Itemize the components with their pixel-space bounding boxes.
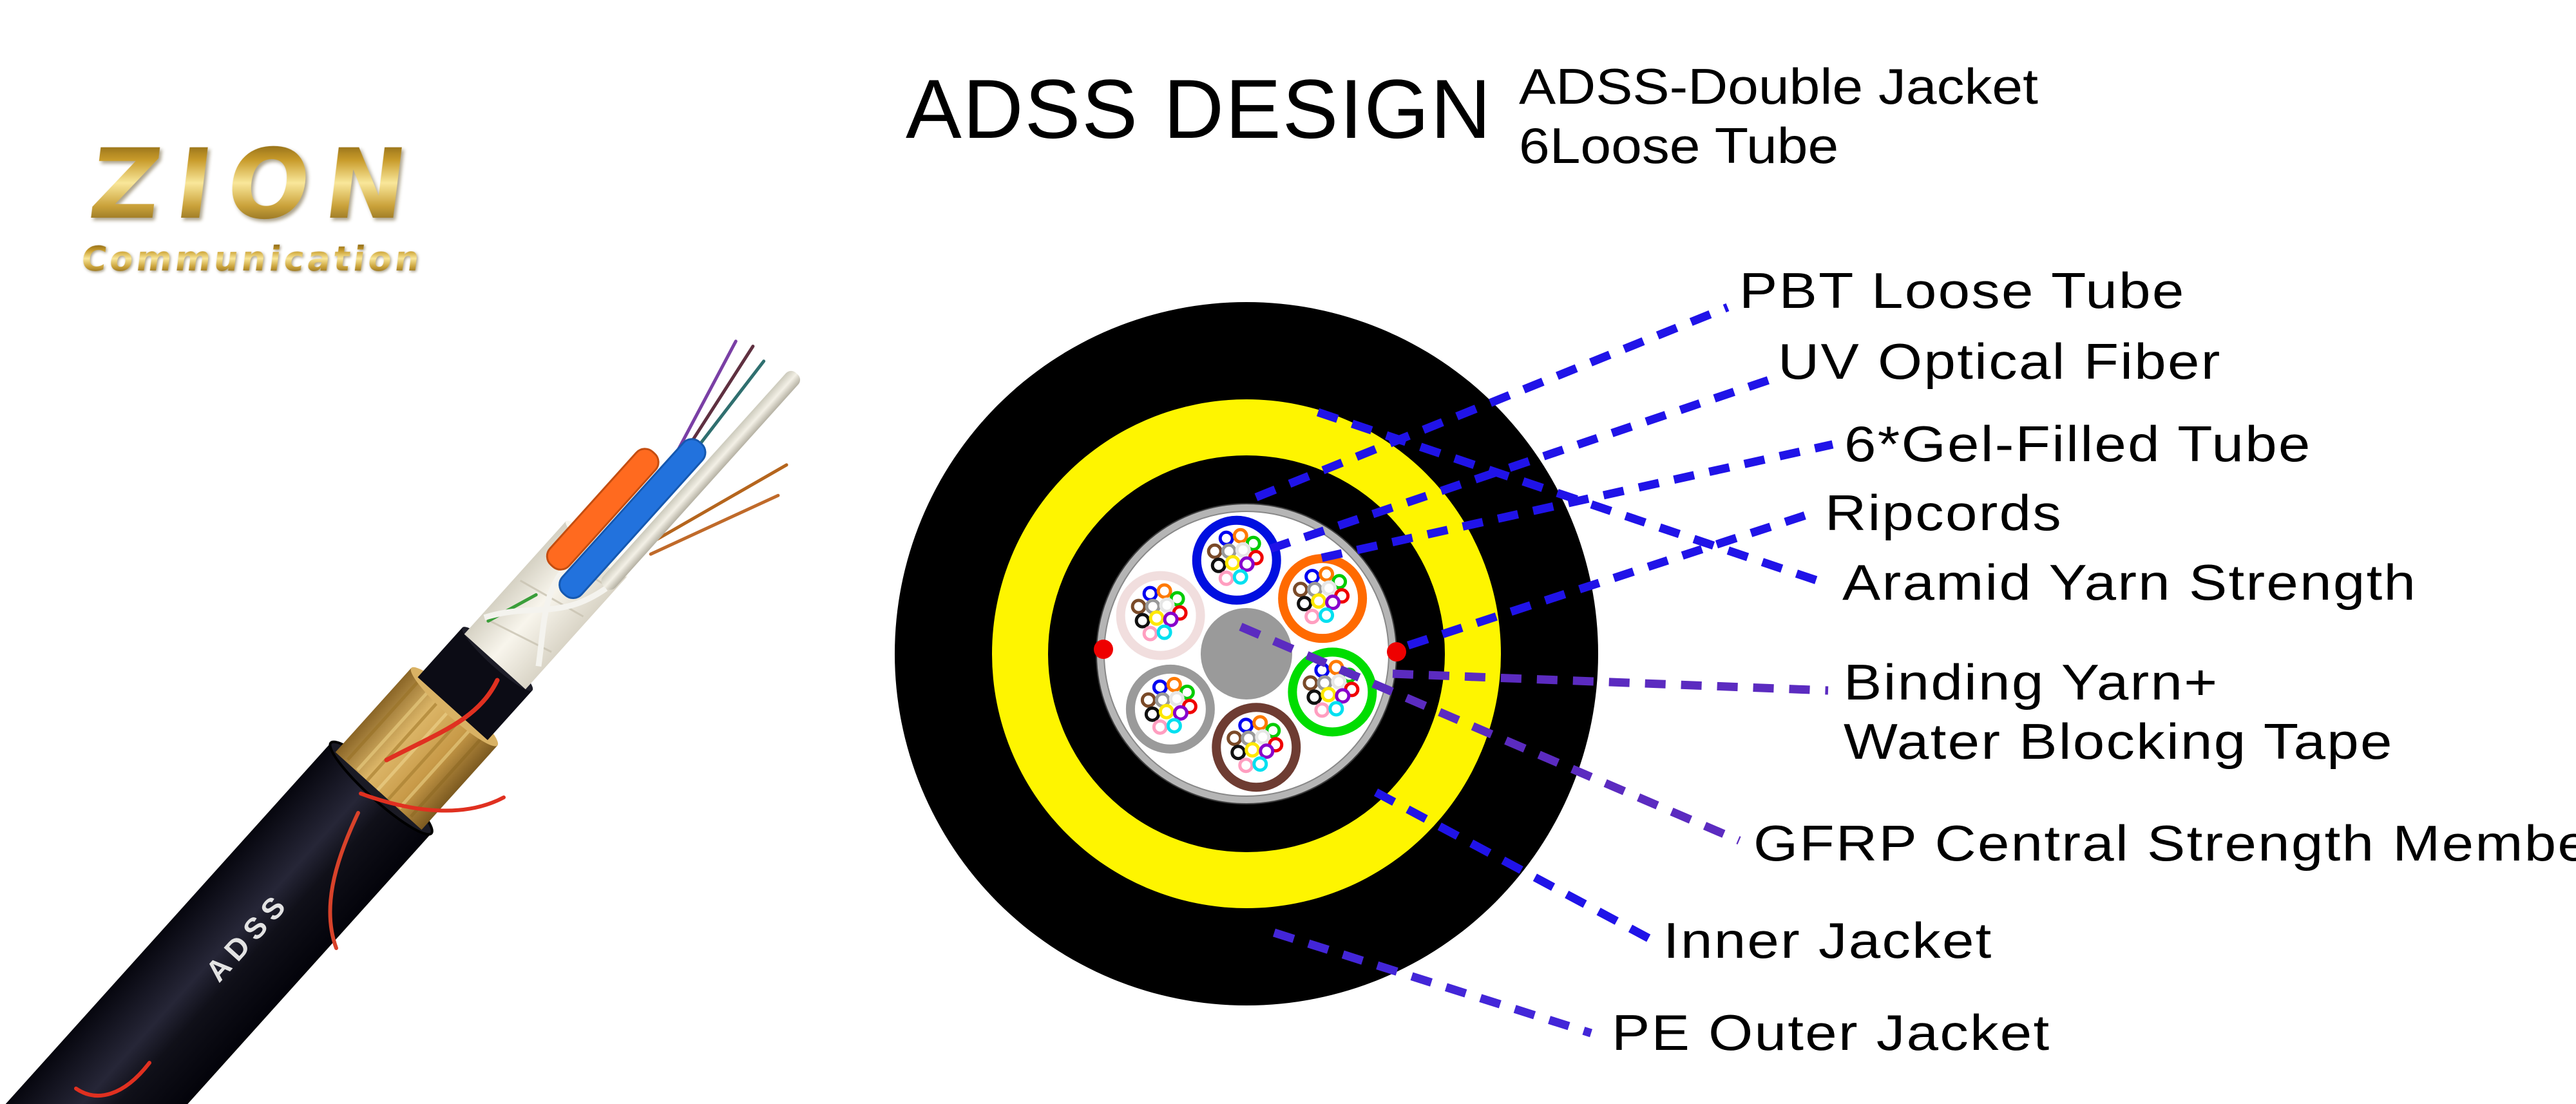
fiber-dot bbox=[1131, 598, 1147, 614]
fiber-dot bbox=[1304, 609, 1321, 625]
photo-inner-jacket bbox=[417, 627, 533, 741]
leader-gfrp-central-strength-member bbox=[1239, 623, 1741, 844]
ripcord-dot bbox=[1387, 642, 1406, 661]
fiber-dot bbox=[1302, 675, 1319, 691]
cable-photo: ADSS bbox=[0, 339, 801, 1104]
fiber-dot bbox=[1321, 687, 1337, 703]
fiber-dot bbox=[1140, 692, 1156, 708]
fiber-dot bbox=[1311, 593, 1327, 609]
fiber-dot bbox=[1255, 729, 1271, 745]
fiber-dot bbox=[1238, 757, 1254, 774]
fiber-dot bbox=[1306, 689, 1322, 705]
fiber-dot bbox=[1232, 528, 1248, 544]
fiber-dot bbox=[1159, 597, 1175, 613]
fiber-dot bbox=[1210, 557, 1226, 573]
subtitle-line-1: ADSS-Double Jacket bbox=[1519, 58, 2038, 115]
fiber-dot bbox=[1142, 585, 1158, 602]
ripcord-wire bbox=[74, 1061, 151, 1098]
photo-outer-jacket bbox=[0, 743, 432, 1104]
leader-pbt-loose-tube bbox=[1254, 303, 1730, 502]
ripcord-wire bbox=[359, 792, 506, 813]
fiber-dot bbox=[1252, 715, 1268, 731]
fiber-dot bbox=[1152, 719, 1168, 735]
fiber-dot bbox=[1304, 569, 1321, 585]
fiber-dot bbox=[1163, 611, 1179, 627]
ripcord-wire bbox=[384, 678, 500, 763]
fiber-dot bbox=[1252, 756, 1268, 772]
fiber-dot bbox=[1230, 745, 1246, 761]
photo-gfrp-rod bbox=[601, 370, 801, 590]
fiber-dot bbox=[1232, 569, 1248, 585]
leader-gel-filled-tube bbox=[1321, 440, 1834, 562]
leader-pe-outer-jacket bbox=[1273, 928, 1592, 1038]
fiber-dot bbox=[1335, 688, 1351, 704]
label-inner-jacket: Inner Jacket bbox=[1663, 912, 1993, 969]
fiber-dot bbox=[1331, 674, 1347, 690]
fiber-dot bbox=[1328, 701, 1344, 717]
label-binding-yarn-water-blocking-tape: Binding Yarn+Water Blocking Tape bbox=[1844, 654, 2394, 770]
fiber-dot bbox=[1238, 718, 1254, 734]
fiber-dot bbox=[1321, 580, 1337, 596]
fiber-dot bbox=[1169, 690, 1185, 707]
fiber-dot bbox=[1235, 542, 1251, 558]
fiber-dot bbox=[1239, 556, 1255, 572]
label-pbt-loose-tube: PBT Loose Tube bbox=[1739, 262, 2186, 319]
label-gel-filled-tube: 6*Gel-Filled Tube bbox=[1844, 415, 2312, 472]
fiber-dot bbox=[1172, 705, 1188, 721]
fiber-dot bbox=[1156, 624, 1172, 640]
photo-ripcord-wires bbox=[74, 678, 506, 1098]
fiber-dot bbox=[1142, 625, 1158, 642]
ripcord-dot bbox=[1094, 640, 1113, 659]
fiber-dot bbox=[1325, 595, 1341, 611]
page-subtitle: ADSS-Double Jacket 6Loose Tube bbox=[1519, 57, 2038, 175]
fiber-dot bbox=[1259, 743, 1275, 759]
fiber-dot bbox=[1245, 742, 1261, 758]
fiber-dot bbox=[1144, 706, 1160, 722]
page-title: ADSS DESIGN bbox=[906, 62, 1493, 156]
label-ripcords: Ripcords bbox=[1825, 484, 2063, 541]
leader-aramid-yarn-strength bbox=[1316, 408, 1826, 587]
fiber-dot bbox=[1134, 613, 1150, 629]
leader-uv-optical-fiber bbox=[1268, 376, 1771, 553]
label-pe-outer-jacket: PE Outer Jacket bbox=[1612, 1004, 2051, 1061]
fiber-dot bbox=[1166, 718, 1182, 734]
cable-body: ADSS bbox=[0, 339, 801, 1104]
leader-binding-yarn-water-blocking-tape bbox=[1392, 669, 1829, 695]
subtitle-line-2: 6Loose Tube bbox=[1519, 117, 1839, 174]
label-aramid-yarn-strength: Aramid Yarn Strength bbox=[1842, 554, 2417, 611]
fiber-dot bbox=[1319, 607, 1335, 623]
leader-inner-jacket bbox=[1373, 788, 1653, 943]
fiber-dot bbox=[1314, 702, 1330, 718]
fiber-dot bbox=[1218, 530, 1234, 546]
photo-aramid-striations bbox=[346, 678, 485, 818]
photo-blue-tube bbox=[558, 438, 707, 600]
fiber-dot bbox=[1152, 679, 1168, 695]
label-gfrp-central-strength-member: GFRP Central Strength Member bbox=[1753, 815, 2576, 871]
fiber-dot bbox=[1207, 543, 1223, 559]
fiber-dot bbox=[1149, 610, 1165, 626]
fiber-dot bbox=[1297, 596, 1313, 612]
fiber-dot bbox=[1218, 570, 1234, 586]
fiber-dot bbox=[1319, 566, 1335, 582]
label-uv-optical-fiber: UV Optical Fiber bbox=[1778, 333, 2222, 390]
fiber-dot bbox=[1166, 676, 1182, 692]
layer-gfrp-central-member bbox=[1201, 608, 1292, 700]
fiber-dot bbox=[1293, 582, 1309, 598]
fiber-dot bbox=[1156, 583, 1172, 599]
ripcord-wire bbox=[328, 811, 360, 950]
fiber-dot bbox=[1158, 703, 1174, 719]
fiber-dot bbox=[1225, 555, 1241, 571]
photo-orange-tube bbox=[546, 448, 660, 571]
fiber-dot bbox=[1226, 730, 1243, 747]
